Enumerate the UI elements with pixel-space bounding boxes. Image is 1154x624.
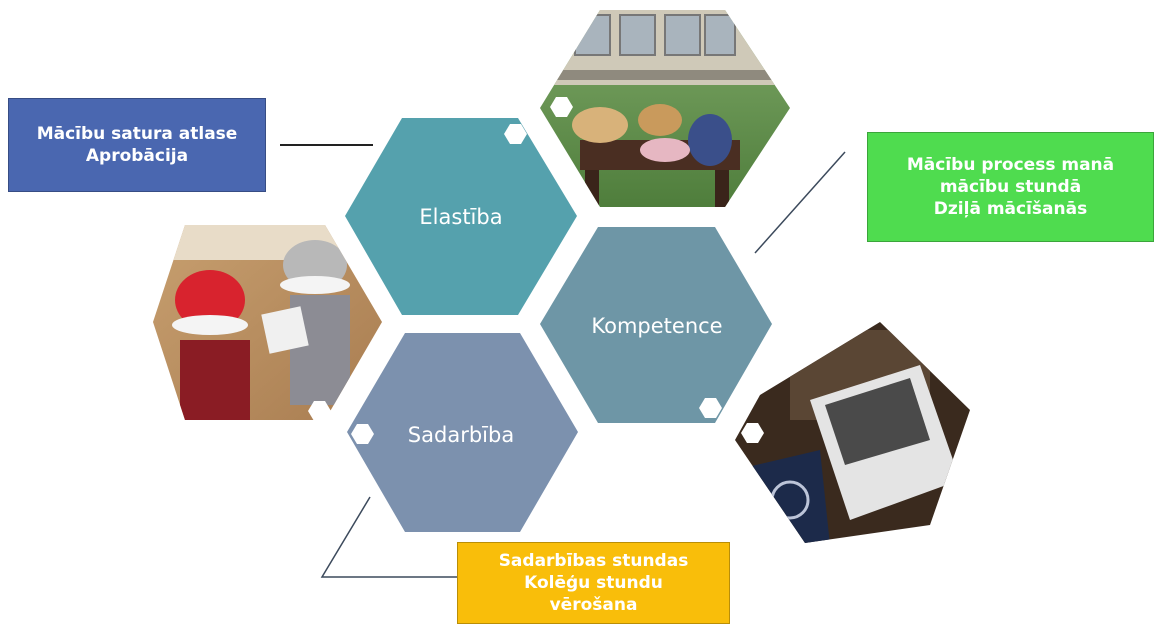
small-hexagon-icon — [351, 424, 374, 444]
box-line: Kolēģu stundu — [524, 573, 663, 593]
connector-line-yellow — [320, 496, 457, 578]
small-hexagon-icon — [741, 423, 764, 443]
box-line: Mācību satura atlase — [36, 124, 238, 144]
box-line: Sadarbības stundas — [498, 551, 689, 571]
photo-certificate — [735, 322, 970, 543]
hexagon-label-elastiba: Elastība — [419, 205, 503, 229]
hexagon-label-sadarbiba: Sadarbība — [407, 423, 515, 447]
small-hexagon-icon — [699, 398, 722, 418]
box-line: Dziļā mācīšanās — [933, 199, 1088, 219]
box-line: mācību stundā — [939, 177, 1082, 197]
box-macibu-process: Mācību process manā mācību stundā Dziļā … — [867, 132, 1154, 242]
connector-line-green — [754, 151, 846, 254]
hexagon-sadarbiba — [347, 333, 578, 532]
box-sadarbibas-stundas: Sadarbības stundas Kolēģu stundu vērošan… — [457, 542, 730, 624]
small-hexagon-icon — [308, 401, 331, 421]
hexagon-kompetence — [540, 227, 772, 423]
photo-students-santa-hats — [153, 225, 382, 420]
box-line: vērošana — [549, 595, 638, 615]
hexagon-label-kompetence: Kompetence — [591, 314, 723, 338]
small-hexagon-icon — [504, 124, 527, 144]
box-line: Mācību process manā — [906, 155, 1115, 175]
box-line: Aprobācija — [85, 146, 189, 166]
box-macibu-satura-atlase: Mācību satura atlase Aprobācija — [8, 98, 266, 192]
small-hexagon-icon — [550, 97, 573, 117]
hexagon-elastiba — [345, 118, 577, 315]
